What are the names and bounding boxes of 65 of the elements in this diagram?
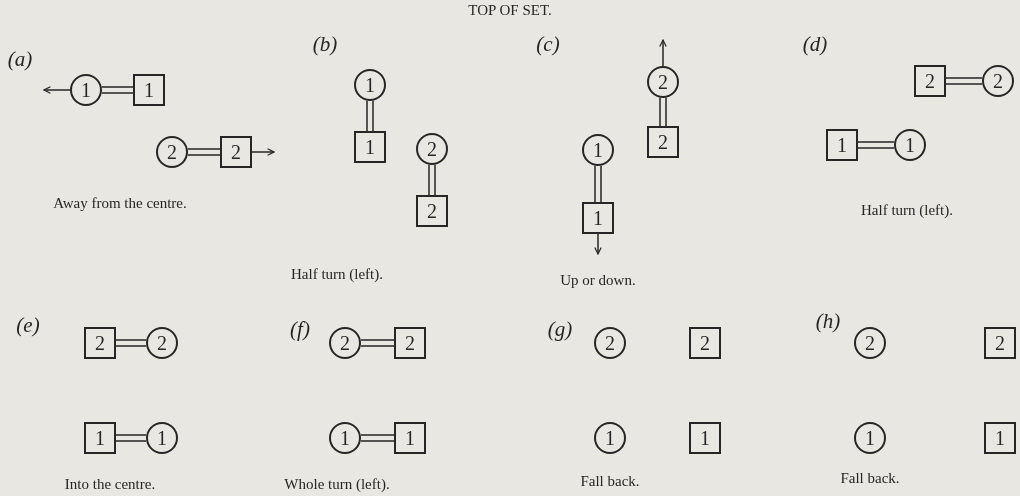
circle-dancer: 1 [354,69,386,101]
panel-letter: (g) [547,316,573,344]
square-dancer: 1 [582,202,614,234]
circle-dancer: 1 [329,422,361,454]
circle-dancer: 1 [146,422,178,454]
square-dancer: 2 [647,126,679,158]
square-dancer: 1 [826,129,858,161]
circle-dancer: 1 [594,422,626,454]
double-line-connector [360,339,395,347]
panel-letter: (d) [802,31,828,59]
double-line-connector [945,77,983,85]
square-dancer: 2 [84,327,116,359]
circle-dancer: 2 [854,327,886,359]
double-line-connector [115,434,147,442]
panel-letter: (b) [312,31,338,59]
caption: Up or down. [560,270,636,290]
double-line-connector [360,434,395,442]
panel-letter: (f) [290,316,310,344]
caption: TOP OF SET. [468,0,552,20]
panel-letter: (h) [815,308,841,336]
circle-dancer: 2 [594,327,626,359]
panel-letter: (c) [536,31,560,59]
double-line-connector [857,141,895,149]
caption: Into the centre. [64,474,156,494]
arrow [659,39,667,67]
circle-dancer: 1 [70,74,102,106]
square-dancer: 1 [84,422,116,454]
arrow [251,148,275,156]
square-dancer: 2 [220,136,252,168]
square-dancer: 1 [689,422,721,454]
caption: Half turn (left). [861,200,953,220]
square-dancer: 1 [354,131,386,163]
circle-dancer: 2 [647,66,679,98]
square-dancer: 2 [416,195,448,227]
circle-dancer: 1 [854,422,886,454]
circle-dancer: 1 [582,134,614,166]
square-dancer: 2 [394,327,426,359]
square-dancer: 2 [689,327,721,359]
circle-dancer: 2 [156,136,188,168]
arrow [594,233,602,255]
caption: Whole turn (left). [284,474,390,494]
square-dancer: 2 [984,327,1016,359]
circle-dancer: 1 [894,129,926,161]
panel-letter: (e) [16,312,40,340]
caption: Away from the centre. [53,193,187,213]
double-line-connector [366,100,374,132]
double-line-connector [187,148,221,156]
square-dancer: 1 [394,422,426,454]
panel-letter: (a) [7,46,33,74]
circle-dancer: 2 [416,133,448,165]
double-line-connector [115,339,147,347]
square-dancer: 2 [914,65,946,97]
double-line-connector [428,164,436,196]
double-line-connector [101,86,134,94]
circle-dancer: 2 [982,65,1014,97]
square-dancer: 1 [984,422,1016,454]
square-dancer: 1 [133,74,165,106]
caption: Fall back. [840,468,900,488]
arrow [43,86,71,94]
caption: Fall back. [580,471,640,491]
double-line-connector [659,97,667,127]
double-line-connector [594,165,602,203]
caption: Half turn (left). [291,264,383,284]
circle-dancer: 2 [146,327,178,359]
circle-dancer: 2 [329,327,361,359]
